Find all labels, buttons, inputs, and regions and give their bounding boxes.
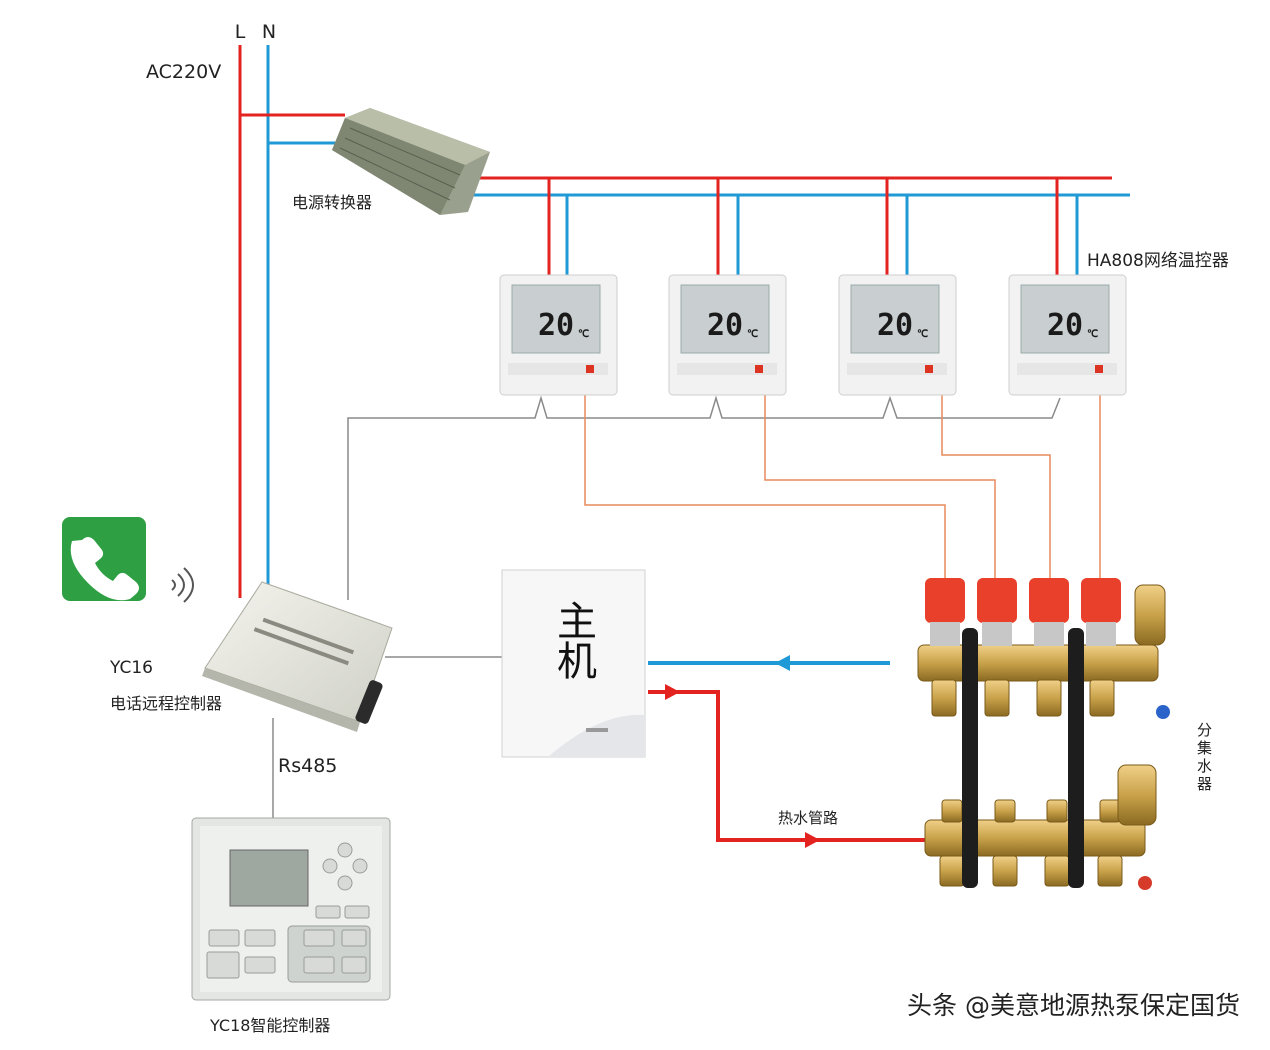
manifold-assembly	[917, 578, 1170, 890]
hot-water-pipe-label: 热水管路	[778, 809, 838, 827]
mains-wires	[238, 45, 1130, 598]
bus-label: Rs485	[278, 755, 337, 777]
watermark: 头条 @美意地源热泵保定国货	[907, 991, 1240, 1020]
thermostat-3: 20 ℃	[838, 274, 957, 396]
thermostat-temp: 20	[1047, 308, 1083, 343]
water-pipes	[648, 655, 925, 848]
return-arrow	[775, 655, 790, 671]
wireless-signal-icon	[171, 567, 194, 603]
phone-controller-name: 电话远程控制器	[110, 694, 222, 713]
thermostat-2: 20 ℃	[668, 274, 787, 396]
valve-actuators	[925, 578, 1121, 646]
phone-icon	[62, 517, 146, 601]
ac-voltage-label: AC220V	[146, 61, 221, 83]
controller-keypad	[206, 842, 371, 983]
thermostat-4: 20 ℃	[1008, 274, 1127, 396]
smart-controller-label: YC18智能控制器	[209, 1016, 330, 1035]
boiler-label: 主机	[550, 600, 596, 680]
valve-wires	[584, 395, 1101, 578]
supply-pipe	[648, 690, 925, 842]
phone-remote-controller	[202, 581, 393, 732]
power-converter	[332, 108, 490, 215]
thermostat-temp: 20	[707, 308, 743, 343]
manifold-label: 分集水器	[1195, 722, 1213, 794]
thermostat-1: 20 ℃	[499, 274, 618, 396]
supply-arrow-1	[665, 684, 680, 700]
thermostat-network-label: HA808网络温控器	[1087, 251, 1229, 271]
line-L-label: L	[235, 21, 246, 43]
thermostat-temp: 20	[538, 308, 574, 343]
thermostat-power-drops	[547, 178, 1079, 275]
controller-screen	[229, 849, 309, 907]
phone-controller-model: YC16	[109, 658, 153, 678]
thermostat-temp: 20	[877, 308, 913, 343]
thermostat-unit: ℃	[1087, 329, 1098, 340]
thermostat-unit: ℃	[917, 329, 928, 340]
line-N-label: N	[262, 21, 276, 43]
supply-arrow-2	[805, 832, 820, 848]
power-converter-label: 电源转换器	[292, 193, 372, 212]
smart-controller-panel	[191, 817, 391, 1001]
thermostat-unit: ℃	[578, 329, 589, 340]
boiler-unit: 主机	[501, 569, 646, 758]
thermostat-unit: ℃	[747, 329, 758, 340]
signal-wires	[272, 395, 1061, 820]
